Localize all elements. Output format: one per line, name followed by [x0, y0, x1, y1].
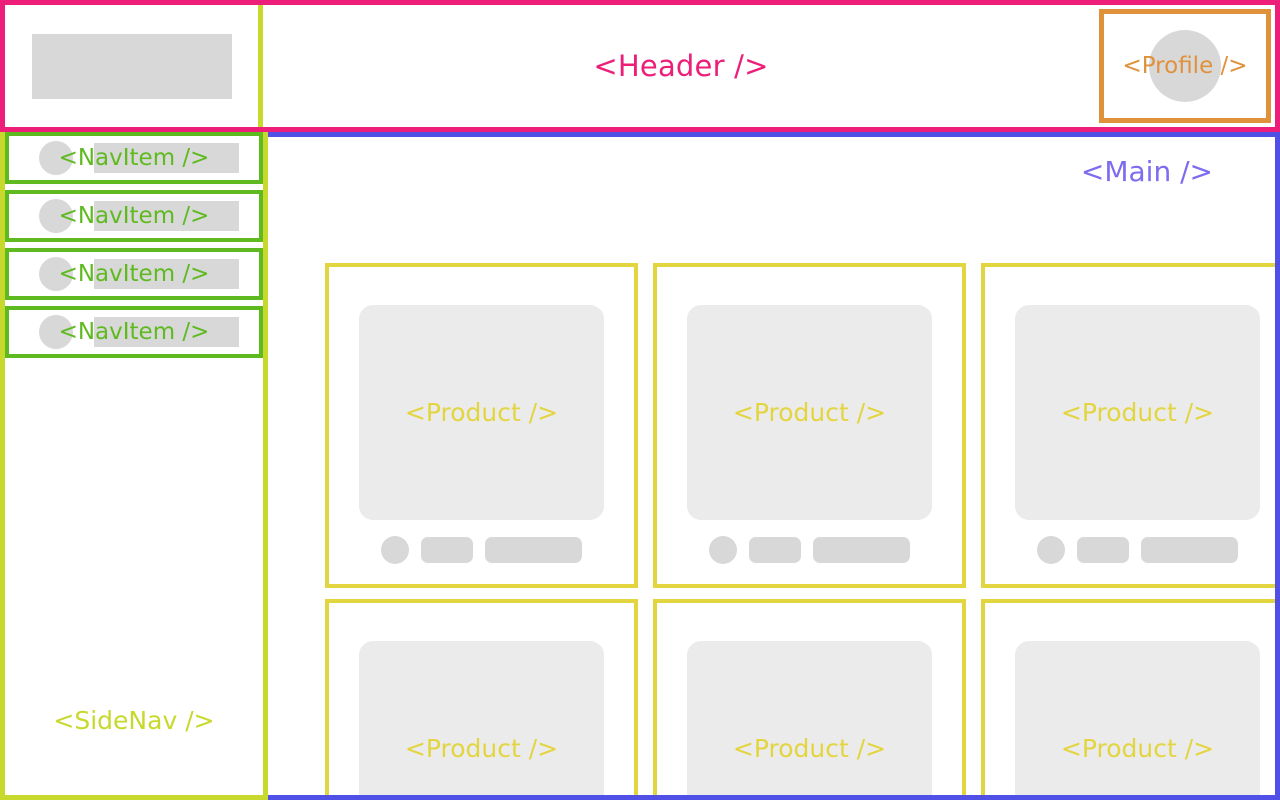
- product-card[interactable]: <Product />: [653, 599, 966, 795]
- sidebar-item-4[interactable]: <NavItem />: [5, 306, 263, 358]
- sidebar-item-label: <NavItem />: [58, 203, 210, 229]
- product-meta-row: [1015, 536, 1260, 564]
- product-meta-pill-small: [749, 537, 801, 563]
- product-label: <Product />: [732, 734, 887, 763]
- product-thumbnail: <Product />: [687, 305, 932, 520]
- sidebar-item-label: <NavItem />: [58, 319, 210, 345]
- nav-circle-icon: [39, 315, 73, 349]
- sidenav-region: <NavItem /> <NavItem /> <NavItem /> <Nav…: [0, 132, 268, 800]
- product-label: <Product />: [1060, 398, 1215, 427]
- nav-circle-icon: [39, 257, 73, 291]
- profile-label: <Profile />: [1122, 53, 1248, 79]
- product-meta-dot: [381, 536, 409, 564]
- product-card[interactable]: <Product />: [325, 263, 638, 588]
- sidenav-label-wrap: <SideNav />: [5, 706, 263, 795]
- product-card[interactable]: <Product />: [981, 599, 1275, 795]
- body-row: <NavItem /> <NavItem /> <NavItem /> <Nav…: [0, 132, 1280, 800]
- sidebar-item-1[interactable]: <NavItem />: [5, 132, 263, 184]
- header-logo-zone: [5, 5, 263, 127]
- product-thumbnail: <Product />: [359, 641, 604, 795]
- main-region: <Main /> <Product /> <Product />: [268, 132, 1280, 800]
- product-thumbnail: <Product />: [687, 641, 932, 795]
- product-meta-row: [359, 536, 604, 564]
- product-meta-pill-large: [485, 537, 582, 563]
- nav-label-placeholder: [94, 201, 239, 231]
- product-meta-pill-large: [813, 537, 910, 563]
- avatar-circle-icon: [1149, 30, 1221, 102]
- product-meta-pill-large: [1141, 537, 1238, 563]
- product-card[interactable]: <Product />: [653, 263, 966, 588]
- product-meta-pill-small: [1077, 537, 1129, 563]
- sidenav-label: <SideNav />: [53, 706, 215, 735]
- product-meta-pill-small: [421, 537, 473, 563]
- product-thumbnail: <Product />: [359, 305, 604, 520]
- sidebar-item-label: <NavItem />: [58, 145, 210, 171]
- product-meta-dot: [1037, 536, 1065, 564]
- product-label: <Product />: [1060, 734, 1215, 763]
- header-region: <Header /> <Profile />: [0, 0, 1280, 132]
- product-meta-row: [687, 536, 932, 564]
- product-card[interactable]: <Product />: [325, 599, 638, 795]
- nav-circle-icon: [39, 199, 73, 233]
- sidebar-item-label: <NavItem />: [58, 261, 210, 287]
- main-label: <Main />: [1080, 155, 1213, 188]
- product-thumbnail: <Product />: [1015, 641, 1260, 795]
- sidebar-item-3[interactable]: <NavItem />: [5, 248, 263, 300]
- product-card[interactable]: <Product />: [981, 263, 1275, 588]
- nav-list: <NavItem /> <NavItem /> <NavItem /> <Nav…: [5, 132, 263, 364]
- product-thumbnail: <Product />: [1015, 305, 1260, 520]
- nav-label-placeholder: [94, 317, 239, 347]
- sidenav-spacer: [5, 364, 263, 706]
- product-label: <Product />: [404, 398, 559, 427]
- nav-label-placeholder: [94, 259, 239, 289]
- header-center: <Header />: [263, 5, 1099, 127]
- sidebar-item-2[interactable]: <NavItem />: [5, 190, 263, 242]
- product-meta-dot: [709, 536, 737, 564]
- header-label: <Header />: [593, 49, 769, 83]
- profile-component[interactable]: <Profile />: [1099, 9, 1271, 123]
- product-label: <Product />: [732, 398, 887, 427]
- nav-circle-icon: [39, 141, 73, 175]
- nav-label-placeholder: [94, 143, 239, 173]
- product-label: <Product />: [404, 734, 559, 763]
- logo-placeholder[interactable]: [31, 33, 232, 99]
- product-grid: <Product /> <Product />: [325, 263, 1275, 795]
